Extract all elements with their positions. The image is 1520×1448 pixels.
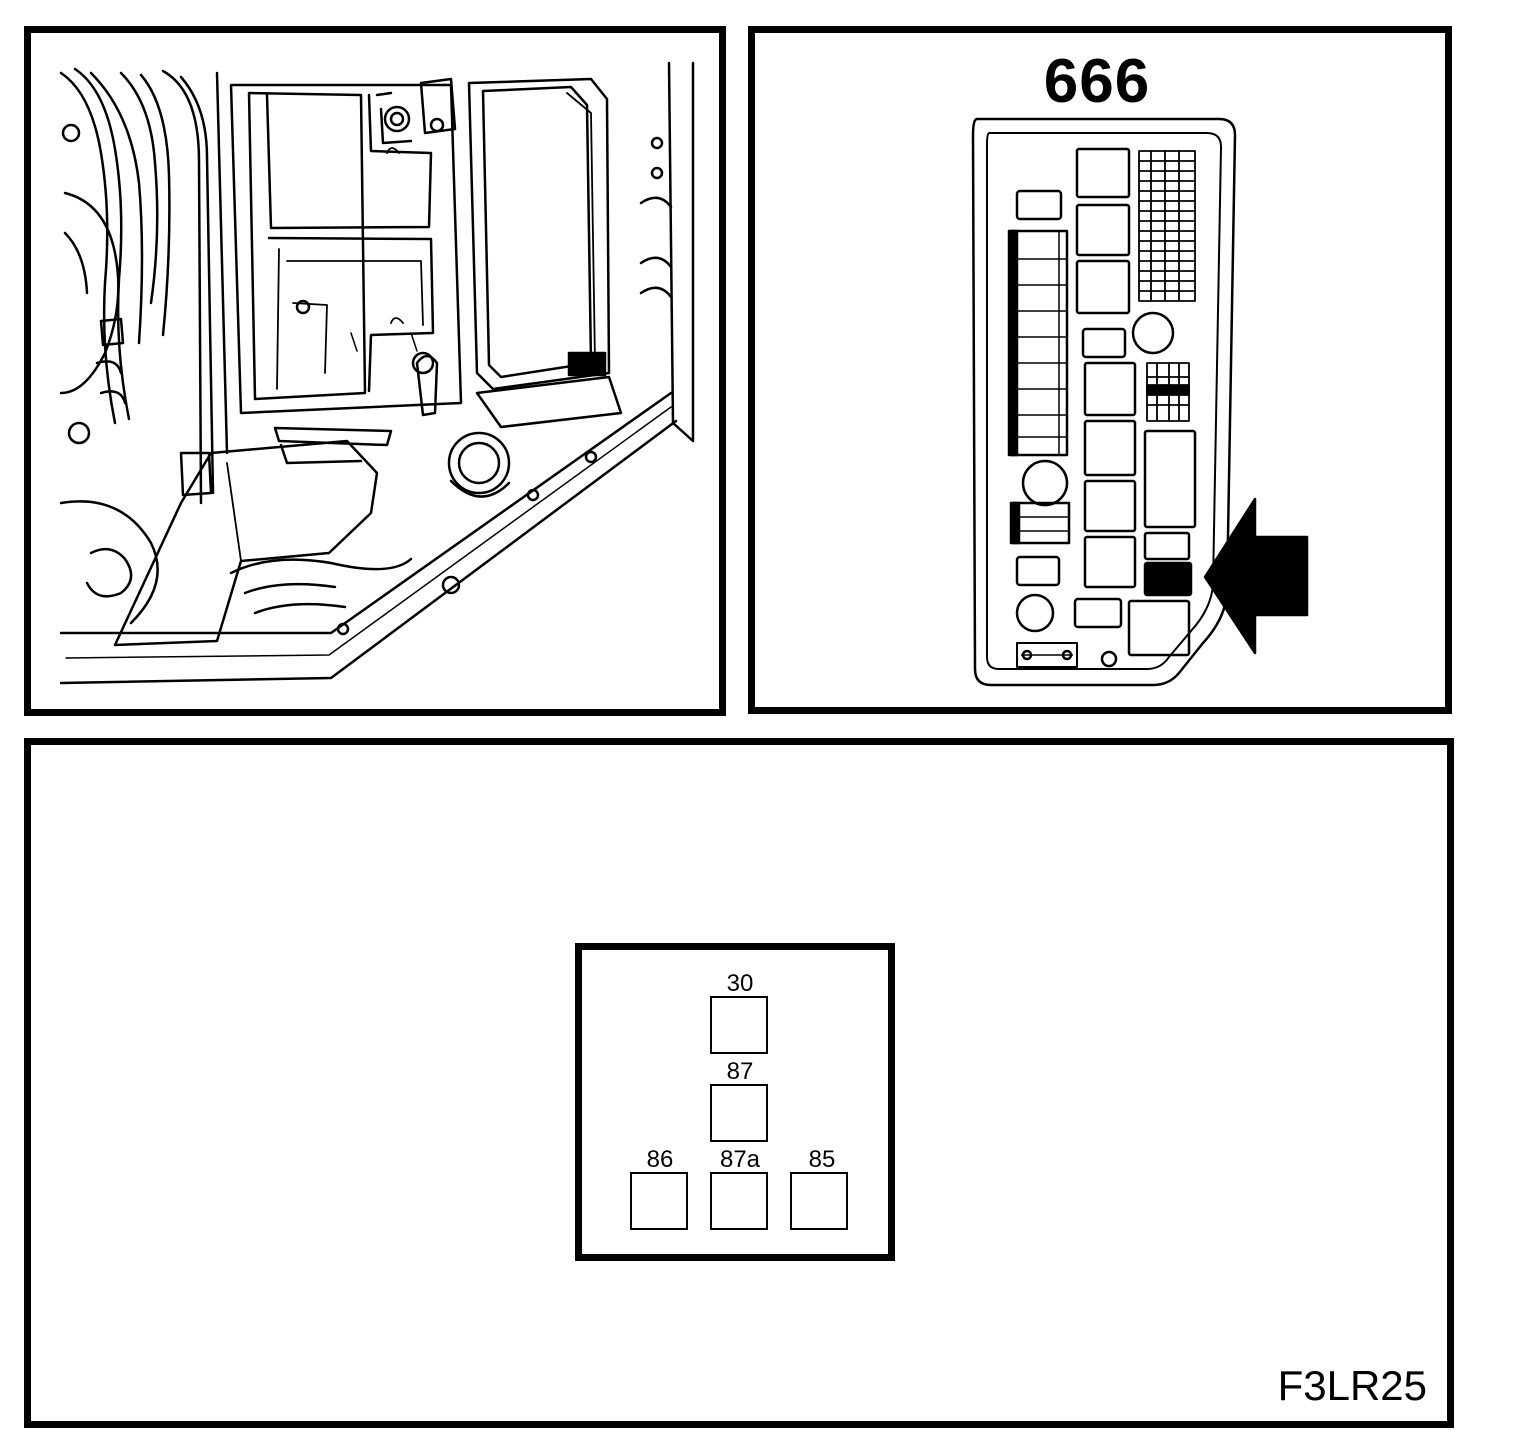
engine-bay-illustration xyxy=(59,61,695,685)
pin-label-86: 86 xyxy=(646,1146,674,1173)
pin-85 xyxy=(790,1172,848,1230)
pin-30 xyxy=(710,996,768,1054)
pin-label-87a: 87a xyxy=(719,1146,761,1173)
relay-base: 30 87 86 87a 85 xyxy=(575,943,895,1261)
fusebox-number: 666 xyxy=(1037,51,1157,113)
pin-86 xyxy=(630,1172,688,1230)
pin-87 xyxy=(710,1084,768,1142)
pin-label-85: 85 xyxy=(808,1146,836,1173)
relay-pinout-panel: 30 87 86 87a 85 F3LR25 xyxy=(24,738,1454,1428)
pin-label-87: 87 xyxy=(726,1058,754,1085)
pin-label-30: 30 xyxy=(726,970,754,997)
fusebox-panel: 666 xyxy=(748,26,1452,714)
figure-code: F3LR25 xyxy=(1277,1362,1427,1409)
fusebox-diagram xyxy=(971,117,1309,687)
pin-87a xyxy=(710,1172,768,1230)
engine-bay-panel xyxy=(24,26,726,716)
